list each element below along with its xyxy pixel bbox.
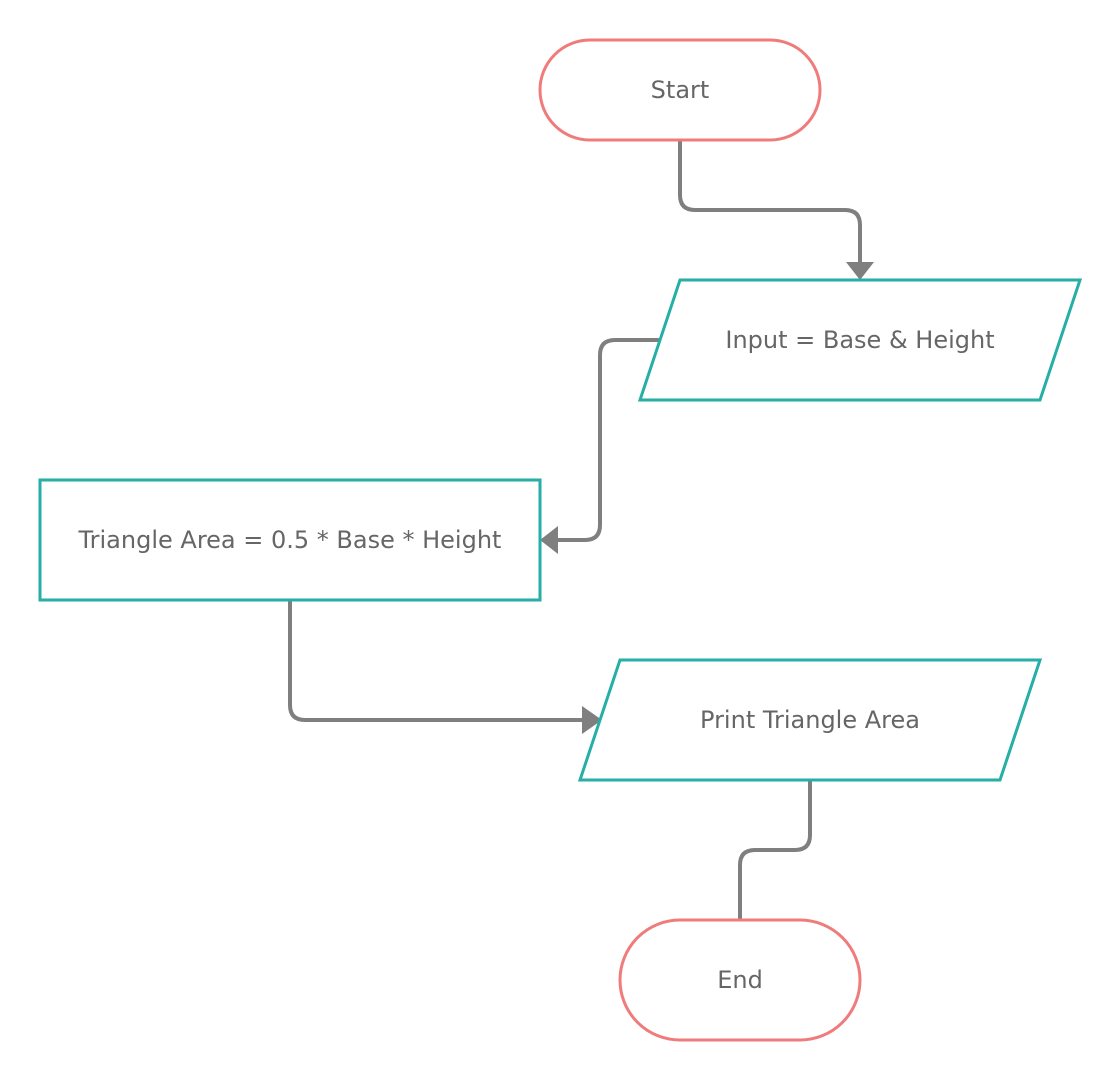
start-label: Start	[651, 76, 710, 104]
process-label: Triangle Area = 0.5 * Base * Height	[78, 526, 502, 554]
connectors	[288, 138, 874, 922]
arrowhead-to-output	[582, 706, 602, 734]
edge-process-to-output	[288, 598, 586, 722]
process-node: Triangle Area = 0.5 * Base * Height	[38, 478, 542, 602]
input-label: Input = Base & Height	[725, 326, 994, 354]
start-terminal-shape	[538, 38, 822, 142]
process-rectangle-shape	[38, 478, 542, 602]
output-parallelogram-shape	[577, 658, 1043, 782]
edge-start-to-input	[678, 138, 862, 266]
edge-output-to-end	[738, 778, 812, 922]
end-node: End	[618, 918, 862, 1042]
input-node: Input = Base & Height	[637, 278, 1083, 402]
output-label: Print Triangle Area	[700, 706, 920, 734]
arrowhead-to-input	[846, 262, 874, 280]
input-parallelogram-shape	[637, 278, 1083, 402]
edge-input-to-process	[554, 338, 660, 542]
end-terminal-shape	[618, 918, 862, 1042]
start-node: Start	[538, 38, 822, 142]
output-node: Print Triangle Area	[577, 658, 1043, 782]
arrowhead-to-process	[540, 526, 558, 554]
end-label: End	[717, 966, 763, 994]
